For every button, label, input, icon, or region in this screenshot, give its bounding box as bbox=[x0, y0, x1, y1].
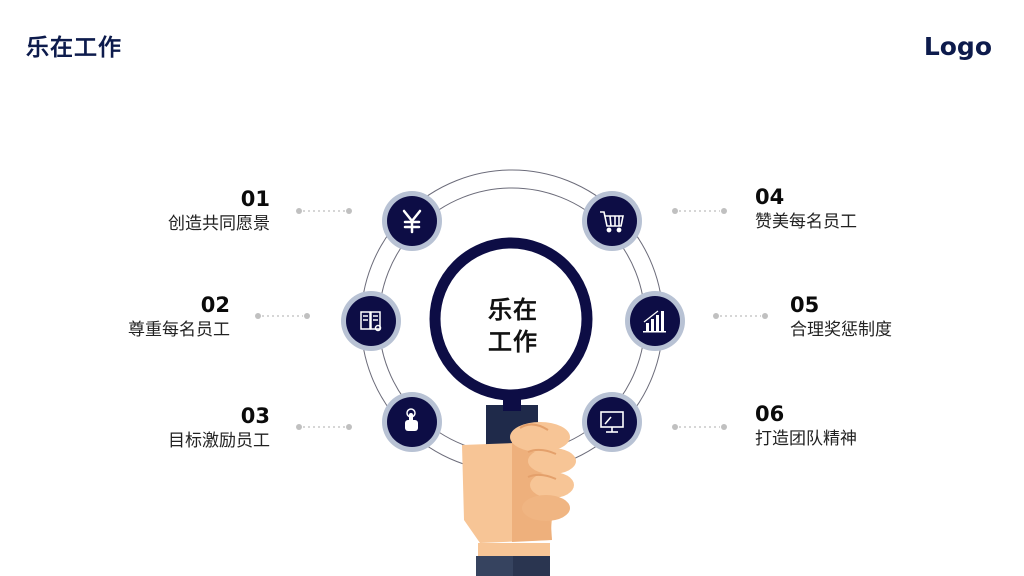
item-04: 04 赞美每名员工 bbox=[755, 184, 975, 234]
item-03: 03 目标激励员工 bbox=[50, 403, 270, 453]
node-04 bbox=[582, 191, 642, 251]
item-label: 尊重每名员工 bbox=[128, 320, 230, 340]
hand-pointer-icon bbox=[405, 408, 418, 431]
logo: Logo bbox=[923, 32, 992, 61]
item-number: 03 bbox=[240, 404, 270, 428]
item-06: 06 打造团队精神 bbox=[755, 401, 975, 451]
item-label: 赞美每名员工 bbox=[755, 212, 857, 232]
monitor-icon bbox=[600, 411, 624, 433]
center-title: 乐在 工作 bbox=[463, 294, 563, 358]
lens-glass bbox=[429, 237, 593, 401]
item-label: 合理奖惩制度 bbox=[790, 320, 892, 340]
item-label: 创造共同愿景 bbox=[168, 214, 270, 234]
node-03 bbox=[382, 392, 442, 452]
hand-illustration bbox=[462, 405, 576, 576]
cart-icon bbox=[600, 211, 624, 233]
node-01 bbox=[382, 191, 442, 251]
item-label: 目标激励员工 bbox=[168, 431, 270, 451]
yen-icon bbox=[402, 209, 422, 234]
item-01: 01 创造共同愿景 bbox=[50, 186, 270, 236]
item-number: 01 bbox=[240, 187, 270, 211]
item-05: 05 合理奖惩制度 bbox=[790, 292, 1010, 342]
center-line-2: 工作 bbox=[488, 328, 538, 356]
lens-neck bbox=[503, 397, 521, 411]
node-02 bbox=[341, 291, 401, 351]
node-05 bbox=[625, 291, 685, 351]
item-label: 打造团队精神 bbox=[755, 429, 857, 449]
bar-chart-icon bbox=[643, 310, 666, 333]
center-line-1: 乐在 bbox=[488, 296, 538, 324]
item-number: 06 bbox=[755, 402, 785, 426]
node-06 bbox=[582, 392, 642, 452]
item-number: 04 bbox=[755, 185, 785, 209]
page-title: 乐在工作 bbox=[26, 35, 122, 61]
book-icon bbox=[360, 311, 382, 332]
item-number: 05 bbox=[790, 293, 820, 317]
item-02: 02 尊重每名员工 bbox=[10, 292, 230, 342]
item-number: 02 bbox=[200, 293, 230, 317]
